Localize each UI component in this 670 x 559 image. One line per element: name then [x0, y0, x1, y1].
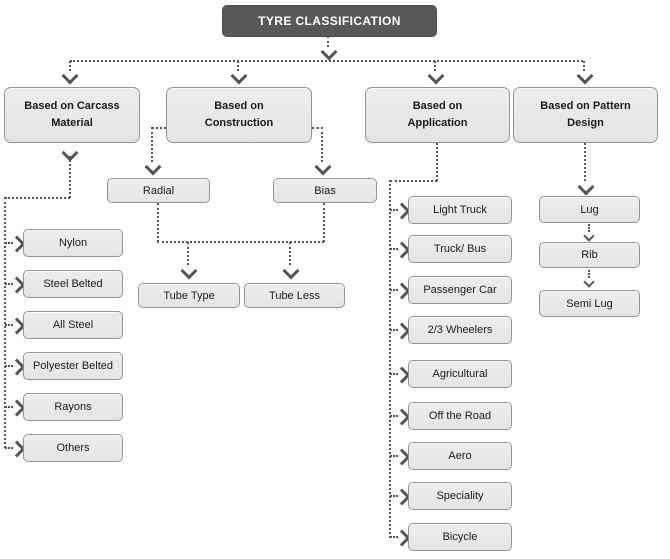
connector-pattern-line	[588, 224, 590, 232]
down-arrow-icon	[427, 67, 445, 85]
down-arrow-icon	[144, 158, 162, 176]
down-arrow-icon	[61, 67, 79, 85]
node-polyester-belted: Polyester Belted	[23, 352, 123, 380]
down-arrow-icon	[583, 276, 595, 288]
connector-bias-line	[323, 203, 325, 242]
connector-branch-line	[390, 329, 398, 331]
node-aero: Aero	[408, 442, 512, 470]
connector-drop-line	[434, 61, 436, 71]
connector-carcass-line	[5, 197, 70, 199]
connector-branch-line	[5, 447, 13, 449]
down-arrow-icon	[180, 262, 198, 280]
connector-carcass-spine	[4, 197, 6, 448]
node-truck-bus: Truck/ Bus	[408, 235, 512, 263]
down-arrow-icon	[282, 262, 300, 280]
node-based-on-construction: Based on Construction	[166, 87, 312, 143]
connector-branch-line	[5, 365, 13, 367]
node-bias: Bias	[273, 178, 377, 203]
node-nylon: Nylon	[23, 229, 123, 257]
node-agricultural: Agricultural	[408, 360, 512, 388]
node-based-on-application: Based on Application	[365, 87, 510, 143]
connector-application-line	[390, 180, 437, 182]
connector-pattern-line	[588, 270, 590, 278]
node-2-3-wheelers: 2/3 Wheelers	[408, 316, 512, 344]
connector-application-spine	[389, 180, 391, 538]
connector-drop-line	[289, 242, 291, 265]
down-arrow-icon	[577, 178, 595, 196]
node-speciality: Speciality	[408, 482, 512, 510]
connector-drop-line	[69, 61, 71, 71]
node-based-on-pattern-design: Based on Pattern Design	[513, 87, 658, 143]
node-semi-lug: Semi Lug	[539, 290, 640, 317]
node-rib: Rib	[539, 242, 640, 268]
node-all-steel: All Steel	[23, 311, 123, 339]
connector-construction-line	[151, 127, 153, 162]
connector-application-line	[436, 143, 438, 181]
connector-branch-line	[390, 415, 398, 417]
down-arrow-icon	[583, 230, 595, 242]
node-tube-less: Tube Less	[244, 283, 345, 308]
connector-branch-line	[5, 283, 13, 285]
node-tube-type: Tube Type	[138, 283, 240, 308]
node-steel-belted: Steel Belted	[23, 270, 123, 298]
connector-radial-line	[157, 203, 159, 242]
connector-branch-line	[5, 242, 13, 244]
node-rayons: Rayons	[23, 393, 123, 421]
connector-root-line	[327, 36, 329, 47]
node-tyre-classification: TYRE CLASSIFICATION	[222, 5, 437, 37]
node-light-truck: Light Truck	[408, 196, 512, 224]
node-bicycle: Bicycle	[408, 523, 512, 551]
connector-branch-line	[390, 289, 398, 291]
connector-drop-line	[583, 61, 585, 71]
down-arrow-icon	[576, 67, 594, 85]
node-off-the-road: Off the Road	[408, 402, 512, 430]
connector-branch-line	[390, 455, 398, 457]
connector-top-rail	[70, 60, 583, 62]
node-based-on-carcass-material: Based on Carcass Material	[4, 87, 140, 143]
connector-branch-line	[390, 248, 398, 250]
connector-branch-line	[5, 324, 13, 326]
connector-construction-line	[312, 127, 323, 129]
connector-sub-rail	[157, 241, 324, 243]
down-arrow-icon	[320, 43, 338, 61]
node-passenger-car: Passenger Car	[408, 276, 512, 304]
connector-construction-line	[321, 127, 323, 162]
connector-branch-line	[390, 209, 398, 211]
connector-branch-line	[5, 406, 13, 408]
connector-branch-line	[390, 495, 398, 497]
connector-carcass-line	[69, 156, 71, 198]
connector-drop-line	[187, 242, 189, 265]
connector-pattern-line	[584, 143, 586, 181]
connector-drop-line	[237, 61, 239, 71]
connector-branch-line	[390, 373, 398, 375]
down-arrow-icon	[230, 67, 248, 85]
connector-construction-line	[152, 127, 166, 129]
node-lug: Lug	[539, 196, 640, 223]
node-others: Others	[23, 434, 123, 462]
node-radial: Radial	[107, 178, 210, 203]
connector-branch-line	[390, 536, 398, 538]
down-arrow-icon	[314, 158, 332, 176]
